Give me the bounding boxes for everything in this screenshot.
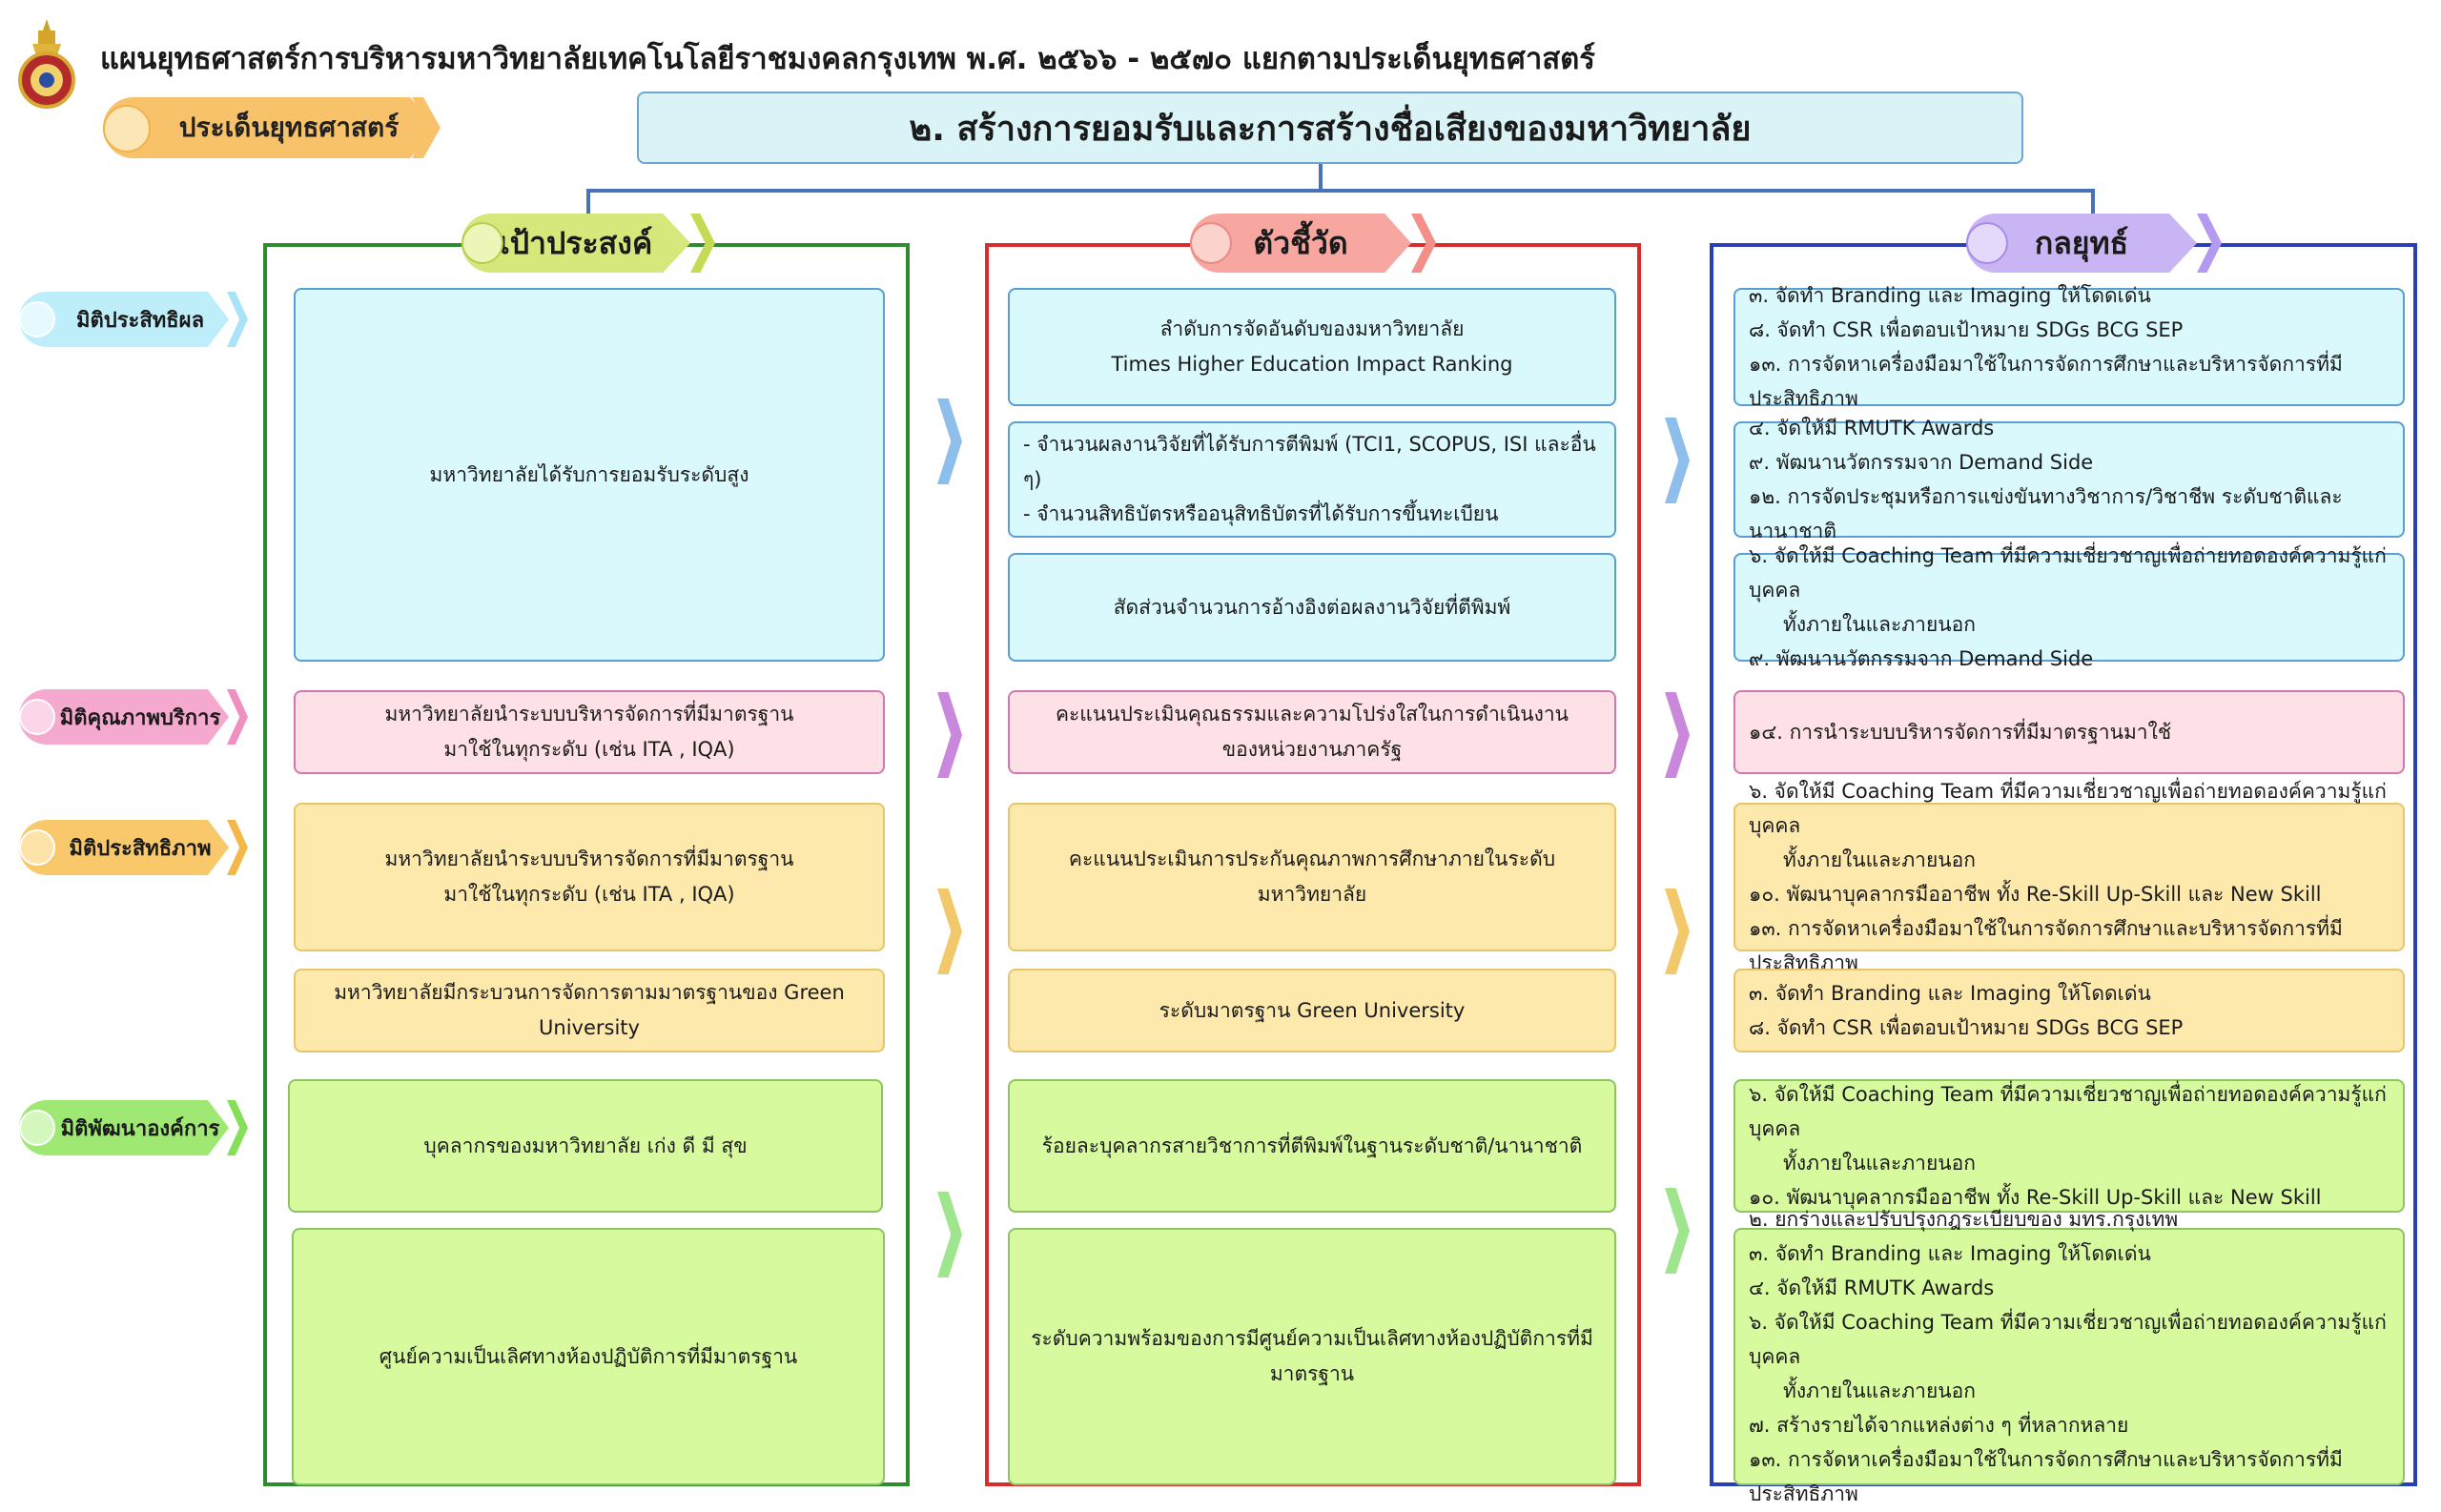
strategy-item: ๙. พัฒนานวัตกรรมจาก Demand Side (1749, 450, 2094, 474)
connector-horizontal (586, 189, 2095, 193)
strategy-item: ๖. จัดให้มี Coaching Team ที่มีความเชี่ย… (1749, 779, 2387, 837)
chevron-right-icon (227, 292, 248, 347)
strategy-box: ๓. จัดทำ Branding และ Imaging ให้โดดเด่น… (1733, 969, 2405, 1052)
strategy-box: ๒. ยกร่างและปรับปรุงกฎระเบียบของ มทร.กรุ… (1733, 1208, 2405, 1505)
strategy-item: ทั้งภายในและภายนอก (1783, 1152, 1976, 1175)
strategy-box: ๔. จัดให้มี RMUTK Awards ๙. พัฒนานวัตกรร… (1733, 417, 2405, 542)
objective-text: ศูนย์ความเป็นเลิศทางห้องปฏิบัติการที่มีม… (379, 1344, 798, 1368)
arrow-right-icon (1665, 1188, 1690, 1274)
page-title: แผนยุทธศาสตร์การบริหารมหาวิทยาลัยเทคโนโล… (100, 42, 1595, 76)
strategy-issue-tag: ประเด็นยุทธศาสตร์ (103, 97, 437, 158)
indicator-text: สัดส่วนจำนวนการอ้างอิงต่อผลงานวิจัยที่ตี… (1113, 595, 1511, 619)
objective-text: มหาวิทยาลัยนำระบบบริหารจัดการที่มีมาตรฐา… (384, 703, 794, 726)
strategy-item: ๔. จัดให้มี RMUTK Awards (1749, 416, 1995, 439)
strategy-item: ๑๓. การจัดหาเครื่องมือมาใช้ในการจัดการศึ… (1749, 1448, 2343, 1506)
dimension-dot-icon (19, 301, 55, 337)
indicator-text: ของหน่วยงานภาครัฐ (1221, 738, 1403, 761)
strategy-issue-dot-icon (103, 105, 151, 153)
strategy-item: ๓. จัดทำ Branding และ Imaging ให้โดดเด่น (1749, 283, 2151, 307)
strategy-item: ๗. สร้างรายได้จากแหล่งต่าง ๆ ที่หลากหลาย (1749, 1414, 2129, 1438)
indicator-box: - จำนวนผลงานวิจัยที่ได้รับการตีพิมพ์ (TC… (1008, 421, 1616, 538)
connector-left (586, 189, 590, 215)
indicator-text: คะแนนประเมินการประกันคุณภาพการศึกษาภายใน… (1068, 848, 1556, 906)
objective-text: มหาวิทยาลัยนำระบบบริหารจัดการที่มีมาตรฐา… (384, 848, 794, 871)
dimension-dot-icon (19, 699, 55, 735)
objective-dot-icon (462, 222, 503, 264)
dimension-dot-icon (19, 1110, 55, 1146)
indicator-text: ลำดับการจัดอันดับของมหาวิทยาลัย (1159, 317, 1465, 341)
indicator-dot-icon (1190, 222, 1232, 264)
strategy-box: ๖. จัดให้มี Coaching Team ที่มีความเชี่ย… (1733, 780, 2405, 974)
strategy-item: ๙. พัฒนานวัตกรรมจาก Demand Side (1749, 647, 2094, 671)
strategy-item: ๑๓. การจัดหาเครื่องมือมาใช้ในการจัดการศึ… (1749, 353, 2343, 411)
strategy-item: ๑๔. การนำระบบบริหารจัดการที่มีมาตรฐานมาใ… (1749, 720, 2172, 744)
objective-box: มหาวิทยาลัยนำระบบบริหารจัดการที่มีมาตรฐา… (294, 803, 885, 951)
connector-center (1319, 164, 1323, 191)
objective-text: บุคลากรของมหาวิทยาลัย เก่ง ดี มี สุข (423, 1134, 748, 1157)
indicator-text: คะแนนประเมินคุณธรรมและความโปร่งใสในการดำ… (1055, 703, 1569, 726)
objective-box: บุคลากรของมหาวิทยาลัย เก่ง ดี มี สุข (288, 1079, 883, 1213)
arrow-right-icon (1665, 418, 1690, 503)
arrow-right-icon (937, 889, 962, 974)
indicator-box: คะแนนประเมินการประกันคุณภาพการศึกษาภายใน… (1008, 803, 1616, 951)
objective-box: มหาวิทยาลัยได้รับการยอมรับระดับสูง (294, 288, 885, 662)
indicator-text: ระดับมาตรฐาน Green University (1159, 998, 1466, 1022)
strategy-item: ๘. จัดทำ CSR เพื่อตอบเป้าหมาย SDGs BCG S… (1749, 317, 2184, 341)
strategy-item: ๒. ยกร่างและปรับปรุงกฎระเบียบของ มทร.กรุ… (1749, 1207, 2179, 1231)
arrow-right-icon (1665, 692, 1690, 778)
strategy-box: ๓. จัดทำ Branding และ Imaging ให้โดดเด่น… (1733, 284, 2405, 410)
strategy-item: ๘. จัดทำ CSR เพื่อตอบเป้าหมาย SDGs BCG S… (1749, 1016, 2184, 1039)
strategy-dot-icon (1966, 222, 2008, 264)
indicator-text: ระดับความพร้อมของการมีศูนย์ความเป็นเลิศท… (1031, 1327, 1593, 1385)
strategy-item: ๖. จัดให้มี Coaching Team ที่มีความเชี่ย… (1749, 1310, 2387, 1368)
indicator-box: สัดส่วนจำนวนการอ้างอิงต่อผลงานวิจัยที่ตี… (1008, 553, 1616, 662)
arrow-right-icon (937, 398, 962, 484)
indicator-box: ลำดับการจัดอันดับของมหาวิทยาลัย Times Hi… (1008, 288, 1616, 406)
strategy-box: ๖. จัดให้มี Coaching Team ที่มีความเชี่ย… (1733, 1079, 2405, 1213)
objective-box: ศูนย์ความเป็นเลิศทางห้องปฏิบัติการที่มีม… (292, 1228, 885, 1485)
strategy-item: ๓. จัดทำ Branding และ Imaging ให้โดดเด่น (1749, 981, 2151, 1005)
arrow-right-icon (937, 692, 962, 778)
objective-box: มหาวิทยาลัยมีกระบวนการจัดการตามมาตรฐานขอ… (294, 969, 885, 1052)
strategy-item: ๖. จัดให้มี Coaching Team ที่มีความเชี่ย… (1749, 1082, 2387, 1140)
strategy-item: ๔. จัดให้มี RMUTK Awards (1749, 1276, 1995, 1299)
objective-text: มาใช้ในทุกระดับ (เช่น ITA , IQA) (443, 883, 735, 906)
indicator-box: คะแนนประเมินคุณธรรมและความโปร่งใสในการดำ… (1008, 690, 1616, 774)
connector-right (2091, 189, 2095, 215)
university-seal-icon (17, 17, 76, 111)
indicator-box: ระดับความพร้อมของการมีศูนย์ความเป็นเลิศท… (1008, 1228, 1616, 1485)
strategic-issue-title: ๒. สร้างการยอมรับและการสร้างชื่อเสียงของ… (637, 92, 2023, 164)
indicator-text: - จำนวนผลงานวิจัยที่ได้รับการตีพิมพ์ (TC… (1023, 432, 1596, 491)
objective-text: มหาวิทยาลัยได้รับการยอมรับระดับสูง (429, 462, 749, 486)
chevron-right-icon (227, 820, 248, 875)
arrow-right-icon (937, 1192, 962, 1277)
indicator-text: Times Higher Education Impact Ranking (1111, 353, 1513, 376)
arrow-right-icon (1665, 889, 1690, 974)
objective-text: มหาวิทยาลัยมีกระบวนการจัดการตามมาตรฐานขอ… (334, 981, 845, 1039)
strategy-item: ๖. จัดให้มี Coaching Team ที่มีความเชี่ย… (1749, 543, 2387, 602)
strategy-box: ๑๔. การนำระบบบริหารจัดการที่มีมาตรฐานมาใ… (1733, 690, 2405, 774)
indicator-box: ระดับมาตรฐาน Green University (1008, 969, 1616, 1052)
indicator-box: ร้อยละบุคลากรสายวิชาการที่ตีพิมพ์ในฐานระ… (1008, 1079, 1616, 1213)
chevron-right-icon (227, 689, 248, 745)
chevron-right-icon (227, 1100, 248, 1155)
objective-box: มหาวิทยาลัยนำระบบบริหารจัดการที่มีมาตรฐา… (294, 690, 885, 774)
strategy-box: ๖. จัดให้มี Coaching Team ที่มีความเชี่ย… (1733, 544, 2405, 670)
dimension-dot-icon (19, 829, 55, 866)
strategy-item: ๓. จัดทำ Branding และ Imaging ให้โดดเด่น (1749, 1241, 2151, 1265)
strategy-item: ๑๐. พัฒนาบุคลากรมืออาชีพ ทั้ง Re-Skill U… (1749, 883, 2322, 906)
strategy-item: ทั้งภายในและภายนอก (1783, 848, 1976, 871)
indicator-text: - จำนวนสิทธิบัตรหรืออนุสิทธิบัตรที่ได้รั… (1023, 502, 1499, 526)
strategy-item: ๑๐. พัฒนาบุคลากรมืออาชีพ ทั้ง Re-Skill U… (1749, 1186, 2322, 1210)
indicator-text: ร้อยละบุคลากรสายวิชาการที่ตีพิมพ์ในฐานระ… (1041, 1134, 1583, 1157)
strategy-item: ทั้งภายในและภายนอก (1783, 613, 1976, 636)
dimension-tag-organization-development: มิติพัฒนาองค์การ (19, 1100, 229, 1155)
strategy-item: ทั้งภายในและภายนอก (1783, 1379, 1976, 1403)
objective-text: มาใช้ในทุกระดับ (เช่น ITA , IQA) (443, 738, 735, 761)
strategy-item: ๑๒. การจัดประชุมหรือการแข่งขันทางวิชาการ… (1749, 485, 2343, 543)
